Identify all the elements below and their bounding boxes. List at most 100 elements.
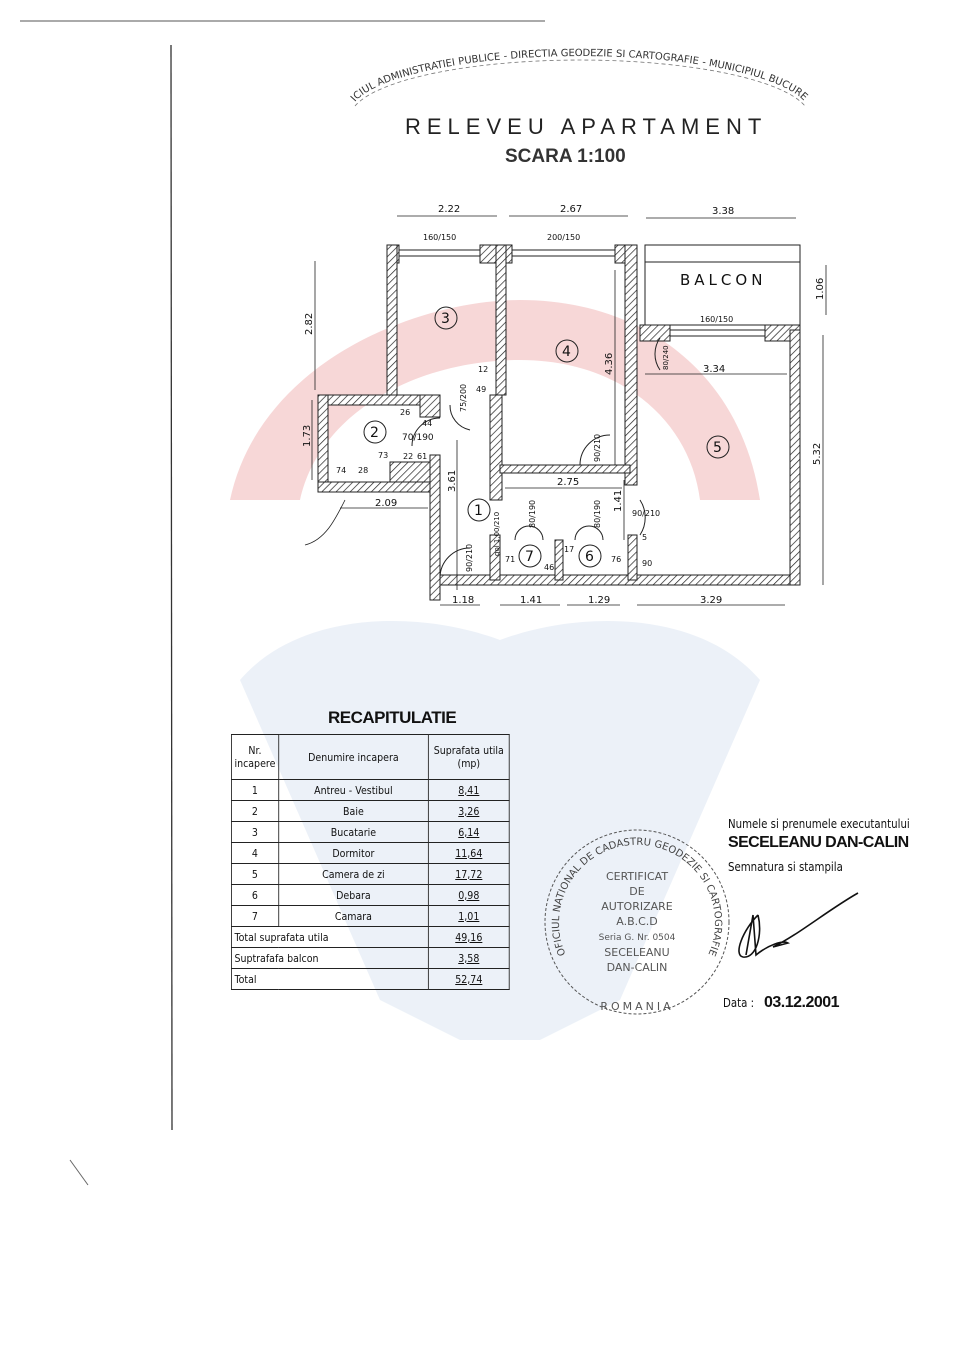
summary-table: Nr. incapere Denumire incapera Suprafata… — [230, 734, 510, 990]
room-markers: 3 4 2 5 1 7 6 — [363, 306, 730, 568]
dimension-lines — [311, 215, 827, 606]
date-label: Data : — [723, 996, 755, 1010]
dim-small: 73 — [378, 451, 388, 460]
total-value: 52,74 — [427, 968, 510, 990]
dim-small: 17 — [564, 545, 574, 554]
dim-small: 61 — [417, 452, 427, 461]
cell-name: Camera de zi — [277, 863, 429, 885]
cell-area: 17,72 — [427, 863, 510, 885]
cell-area: 0,98 — [427, 884, 510, 906]
executor-name-label: Numele si prenumele executantului — [728, 817, 910, 831]
dim-hall-length: 3.61 — [447, 470, 458, 492]
dim-door-room6: 80/190 — [593, 500, 602, 528]
total-label: Total suprafata utila — [230, 926, 429, 948]
dim-door-entry: 90/210 — [465, 544, 474, 572]
cell-nr: 5 — [231, 863, 279, 885]
stamp-line: A.B.C.D — [616, 915, 658, 928]
room-5-marker: 5 — [713, 440, 722, 456]
cell-area: 3,26 — [427, 800, 510, 822]
total-label: Total — [230, 968, 429, 990]
header-nr: Nr. incapere — [231, 734, 279, 780]
dim-door-room2: 70/190 — [402, 433, 434, 443]
dim-small: 49 — [476, 385, 486, 394]
small-dimensions: 26 44 73 22 28 61 74 49 12 17 46 71 76 5… — [336, 365, 652, 572]
dim-room5-height: 5.32 — [812, 443, 823, 465]
cell-area: 11,64 — [427, 842, 510, 864]
table-header: Nr. incapere Denumire incapera Suprafata… — [231, 734, 510, 780]
dim-small: 28 — [358, 466, 368, 475]
cell-area: 1,01 — [427, 905, 510, 927]
cell-nr: 3 — [231, 821, 279, 843]
stamp-line: Seria G. Nr. 0504 — [599, 933, 676, 943]
dim-small: 12 — [478, 365, 488, 374]
cell-name: Bucatarie — [277, 821, 429, 843]
stamp-line: CERTIFICAT — [606, 870, 668, 883]
dim-small: 5 — [642, 533, 647, 542]
dim-small: 26 — [400, 408, 410, 417]
total-label: Suptrafafa balcon — [230, 947, 429, 969]
cell-name: Baie — [277, 800, 429, 822]
dim-small: 22 — [403, 452, 413, 461]
document-scale: SCARA 1:100 — [505, 146, 626, 167]
cell-nr: 2 — [231, 800, 279, 822]
room-7-marker: 7 — [525, 549, 534, 565]
certificate-stamp: OFICIUL NATIONAL DE CADASTRU GEODEZIE SI… — [544, 829, 730, 1015]
cell-name: Antreu - Vestibul — [277, 779, 429, 801]
handwritten-signature — [738, 892, 859, 958]
dim-room2-width: 2.09 — [375, 498, 397, 509]
cell-nr: 1 — [231, 779, 279, 801]
dim-bottom-room5: 3.29 — [700, 595, 722, 606]
dim-closet-depth: 1.41 — [613, 490, 624, 512]
dim-hall-width: 2.75 — [557, 477, 579, 488]
doors — [411, 337, 661, 579]
dim-small: 44 — [422, 419, 432, 428]
executor-name: SECELEANU DAN-CALIN — [728, 834, 909, 851]
signature-label: Semnatura si stampila — [728, 860, 843, 874]
dim-top-room4: 2.67 — [560, 204, 582, 215]
stamp-line: AUTORIZARE — [601, 900, 673, 913]
cell-name: Camara — [277, 905, 429, 927]
scan-mark — [69, 1159, 89, 1186]
cell-nr: 7 — [231, 905, 279, 927]
total-value: 49,16 — [427, 926, 510, 948]
dim-door-room3: 75/200 — [459, 384, 468, 412]
document-title: RELEVEU APARTAMENT — [405, 114, 768, 139]
stamp-line: DE — [629, 885, 644, 898]
dim-bottom-room6: 1.29 — [588, 595, 610, 606]
dim-door-room5: 90/210 — [632, 509, 660, 518]
left-margin-line — [170, 44, 173, 1131]
balcony-label: BALCON — [680, 271, 766, 289]
room-1-marker: 1 — [474, 503, 483, 519]
dim-balcony-depth: 1.06 — [815, 278, 826, 300]
dim-small: 90 — [642, 559, 652, 568]
dim-room2-height: 1.73 — [302, 425, 313, 447]
dim-small: 46 — [544, 563, 554, 572]
cell-area: 8,41 — [427, 779, 510, 801]
dim-small: 71 — [505, 555, 515, 564]
dim-door-balcony: 80/240 — [662, 345, 670, 370]
room-2-marker: 2 — [370, 425, 379, 441]
administration-stamp: OFICIUL ADMINISTRATIEI PUBLICE - DIRECTI… — [340, 30, 809, 107]
header-name: Denumire incapera — [277, 734, 429, 780]
stamp-country: ROMANIA — [600, 1000, 673, 1013]
cell-name: Debara — [277, 884, 429, 906]
dim-bottom-room7: 1.41 — [520, 595, 542, 606]
summary-title: RECAPITULATIE — [328, 708, 457, 727]
header-area: Suprafata utila (mp) — [427, 734, 510, 780]
dim-top-room3: 2.22 — [438, 204, 460, 215]
dim-hall-opening: gol 1,00/210 — [493, 512, 501, 556]
dim-top-balcony: 3.38 — [712, 206, 734, 217]
stamp-line: SECELEANU — [604, 946, 669, 959]
stamp-line: DAN-CALIN — [607, 961, 668, 974]
room-4-marker: 4 — [562, 344, 571, 360]
cell-nr: 6 — [231, 884, 279, 906]
dim-room5-width: 3.34 — [703, 364, 725, 375]
